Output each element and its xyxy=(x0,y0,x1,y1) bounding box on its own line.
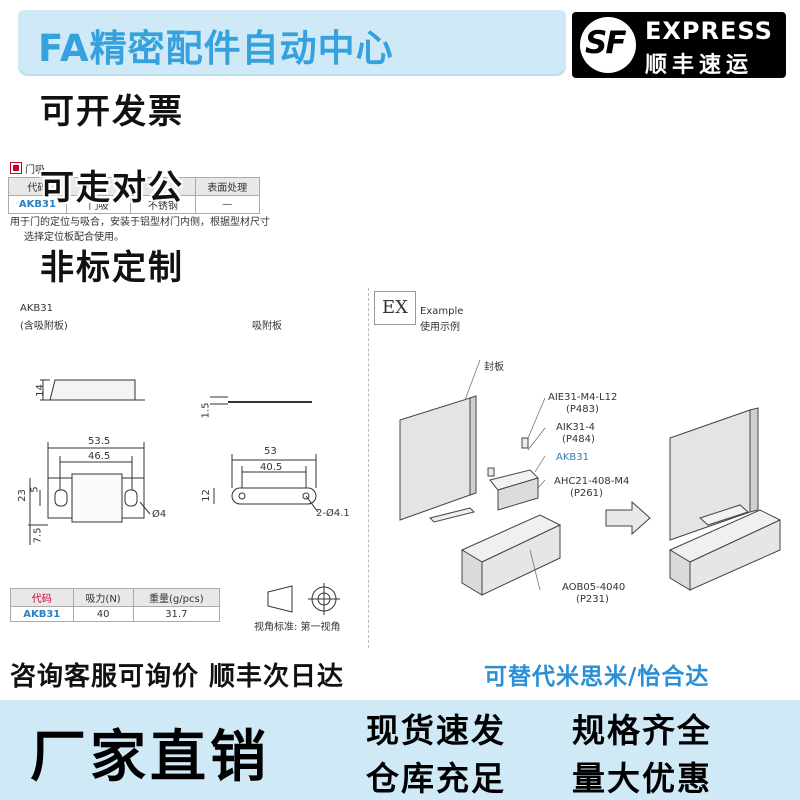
dim-40-5: 40.5 xyxy=(260,462,283,473)
spec-header-code: 代码 xyxy=(10,588,74,607)
label-part-5: AOB05-4040 xyxy=(562,582,626,593)
feature-fast-ship: 现货速发 xyxy=(366,711,506,750)
table-cell-finish: — xyxy=(194,195,261,214)
spec-cell-code: AKB31 xyxy=(10,606,74,622)
label-part-2-page: (P484) xyxy=(562,434,595,445)
projection-symbol-icon xyxy=(267,583,340,615)
dim-7-5: 7.5 xyxy=(32,527,44,544)
dim-12: 12 xyxy=(200,489,212,502)
dim-1-5: 1.5 xyxy=(200,402,212,419)
feature-stock: 仓库充足 xyxy=(366,759,506,798)
dim-phi4: Ø4 xyxy=(152,509,167,520)
spec-cell-force: 40 xyxy=(72,606,134,622)
spec-header-weight: 重量(g/pcs) xyxy=(132,588,221,607)
store-title-banner: FA精密配件自动中心 xyxy=(18,10,566,74)
note-line-2: 选择定位板配合使用。 xyxy=(24,232,124,243)
technical-drawing xyxy=(28,379,319,545)
dim-23: 23 xyxy=(16,489,28,502)
label-cover-plate: 封板 xyxy=(484,362,504,373)
ex-label-cn: 使用示例 xyxy=(420,322,460,333)
product-table: 代码 表面处理 AKB31 门吸 不锈钢 — xyxy=(8,177,261,214)
stamp-corporate: 可走对公 xyxy=(40,168,184,208)
sf-chinese-text: 顺丰速运 xyxy=(645,53,754,78)
label-part-1: AIE31-M4-L12 xyxy=(548,392,618,403)
consult-text: 咨询客服可询价 顺丰次日达 xyxy=(10,662,345,692)
section-divider xyxy=(368,288,370,648)
dim-14: 14 xyxy=(34,384,46,397)
ex-label-en: Example xyxy=(420,306,464,317)
note-line-1: 用于门的定位与吸合，安装于铝型材门内侧，根据型材尺寸 xyxy=(10,217,270,228)
dim-2-phi4-1: 2-Ø4.1 xyxy=(316,508,350,519)
dim-5: 5 xyxy=(29,486,41,493)
dim-46-5: 46.5 xyxy=(88,451,111,462)
label-part-3: AKB31 xyxy=(556,452,589,463)
sf-logo-icon: SF xyxy=(580,17,636,73)
store-title: FA精密配件自动中心 xyxy=(38,27,394,70)
spec-header-force: 吸力(N) xyxy=(72,588,134,607)
label-part-4: AHC21-408-M4 xyxy=(554,476,630,487)
stamp-custom: 非标定制 xyxy=(40,248,184,288)
dim-53-5: 53.5 xyxy=(88,436,111,447)
feature-full-range: 规格齐全 xyxy=(572,711,712,750)
ex-mark: EX xyxy=(374,291,416,325)
plate-label: 吸附板 xyxy=(252,321,282,332)
replace-text: 可替代米思米/怡合达 xyxy=(484,664,710,690)
dim-53: 53 xyxy=(264,446,277,457)
label-part-2: AIK31-4 xyxy=(556,422,596,433)
table-header-code: 代码 xyxy=(8,177,67,196)
spec-cell-weight: 31.7 xyxy=(132,606,221,622)
usage-example-illustration xyxy=(399,359,782,596)
footer-band xyxy=(0,700,800,800)
spec-table: 代码 吸力(N) 重量(g/pcs) AKB31 40 31.7 xyxy=(10,588,221,622)
table-cell-material: 不锈钢 xyxy=(130,195,196,214)
table-header-finish: 表面处理 xyxy=(194,177,261,196)
view-standard: 视角标准: 第一视角 xyxy=(254,622,341,633)
label-part-5-page: (P231) xyxy=(576,594,609,605)
product-category: 门吸 xyxy=(25,165,45,176)
info-strip xyxy=(0,648,800,700)
label-part-4-page: (P261) xyxy=(570,488,603,499)
sf-express-text: EXPRESS xyxy=(645,17,773,45)
drawing-model: AKB31 xyxy=(20,303,53,314)
stamp-invoice: 可开发票 xyxy=(40,92,184,132)
category-marker-icon xyxy=(10,162,22,174)
label-part-1-page: (P483) xyxy=(566,404,599,415)
feature-bulk-discount: 量大优惠 xyxy=(572,759,712,798)
drawing-model-sub: (含吸附板) xyxy=(20,321,68,332)
factory-direct: 厂家直销 xyxy=(30,725,270,790)
